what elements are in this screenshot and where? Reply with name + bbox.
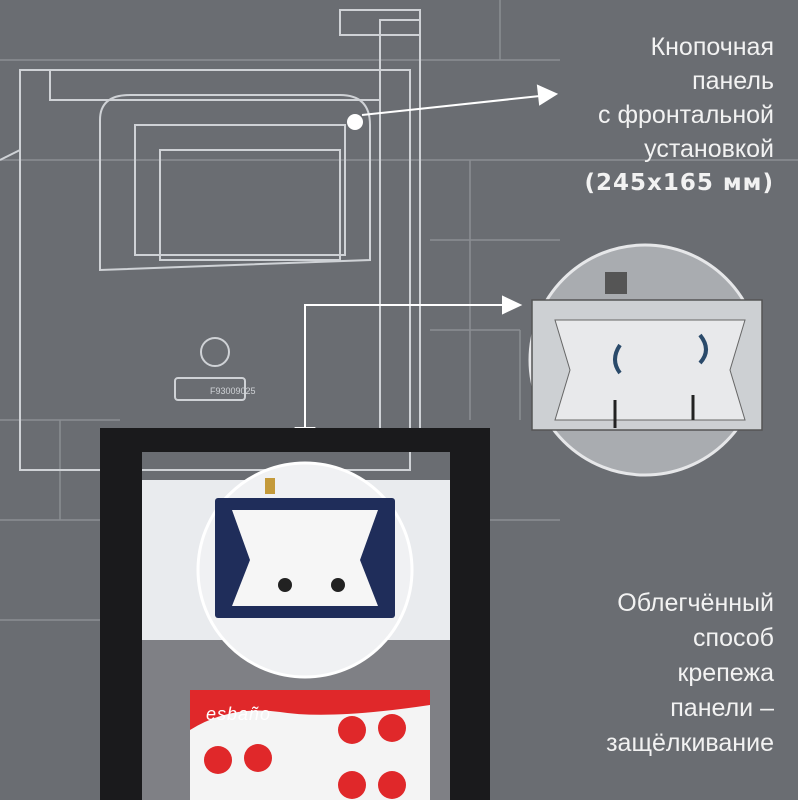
wall-tiles xyxy=(0,0,798,621)
panel-zoom-circle xyxy=(196,461,414,679)
callout-arrows xyxy=(294,84,559,448)
callout-line: Облегчённый xyxy=(617,589,774,617)
callout-line: панель xyxy=(692,67,774,95)
part-code: F93009025 xyxy=(210,386,256,396)
mechanism-zoom-circle xyxy=(528,243,763,477)
frame-drawing xyxy=(0,9,421,471)
panel-size: (245x165 мм) xyxy=(584,170,774,196)
callout-dot xyxy=(347,114,363,130)
bottom-callout: Облегчённый способ крепежа панели – защё… xyxy=(606,586,774,761)
callout-line: установкой xyxy=(644,135,774,163)
callout-line: с фронтальной xyxy=(598,101,774,129)
top-callout: Кнопочная панель с фронтальной установко… xyxy=(585,30,775,200)
brand-logo: esbaño xyxy=(206,704,272,724)
callout-line: защёлкивание xyxy=(606,729,774,757)
callout-line: крепежа xyxy=(677,659,774,687)
callout-line: Кнопочная xyxy=(650,33,774,61)
callout-line: способ xyxy=(693,624,774,652)
callout-line: панели – xyxy=(670,694,774,722)
